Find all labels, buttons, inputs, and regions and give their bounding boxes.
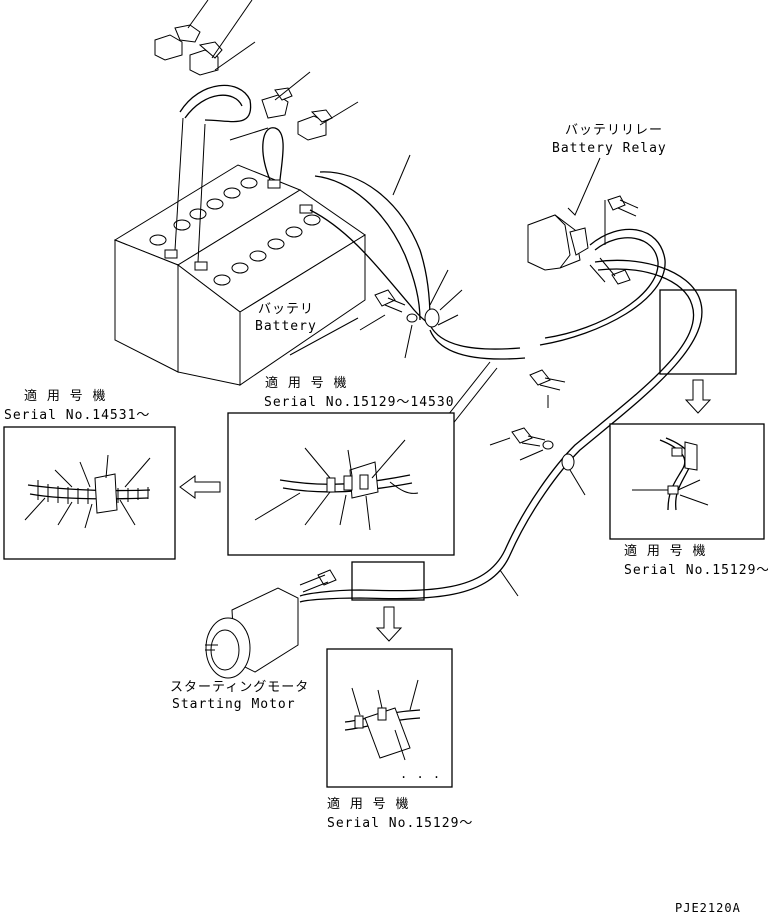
battery-label-jp: バッテリ bbox=[258, 302, 314, 317]
right-applicable-label: 適 用 号 機 bbox=[624, 543, 706, 559]
battery-label-en: Battery bbox=[255, 319, 317, 334]
motor-label-jp: スターティングモータ bbox=[170, 680, 309, 695]
left-serial-label: Serial No.14531～ bbox=[4, 408, 150, 423]
drawing-code: PJE2120A bbox=[675, 901, 741, 915]
detail-box-bottom: . . . bbox=[326, 648, 453, 788]
motor-label-en: Starting Motor bbox=[172, 697, 296, 712]
battery-relay bbox=[527, 157, 639, 285]
battery-cables bbox=[174, 84, 526, 360]
detail-box-middle bbox=[227, 412, 455, 556]
detail-box-left bbox=[3, 426, 176, 560]
svg-text:. . .: . . . bbox=[400, 767, 441, 781]
battery-assembly bbox=[113, 164, 366, 386]
terminal-covers bbox=[154, 0, 411, 196]
bottom-applicable-label: 適 用 号 機 bbox=[327, 796, 409, 812]
battery-terminals bbox=[164, 179, 313, 271]
left-applicable-label: 適 用 号 機 bbox=[24, 388, 106, 404]
starting-motor bbox=[205, 569, 337, 679]
relay-cables bbox=[299, 228, 703, 603]
right-serial-label: Serial No.15129～ bbox=[624, 563, 768, 578]
ground-bolt bbox=[359, 269, 463, 359]
bottom-serial-label: Serial No.15129～ bbox=[327, 816, 473, 831]
callout-ref-bottom bbox=[351, 561, 425, 601]
middle-applicable-label: 適 用 号 機 bbox=[265, 375, 347, 391]
clamp-bolt bbox=[489, 369, 575, 471]
relay-label-en: Battery Relay bbox=[552, 141, 667, 156]
detail-box-right bbox=[609, 423, 765, 540]
middle-serial-label: Serial No.15129～14530 bbox=[264, 395, 455, 410]
battery-caps bbox=[149, 177, 321, 286]
relay-label-jp: バッテリリレー bbox=[565, 123, 663, 138]
callout-ref-right bbox=[659, 289, 737, 375]
